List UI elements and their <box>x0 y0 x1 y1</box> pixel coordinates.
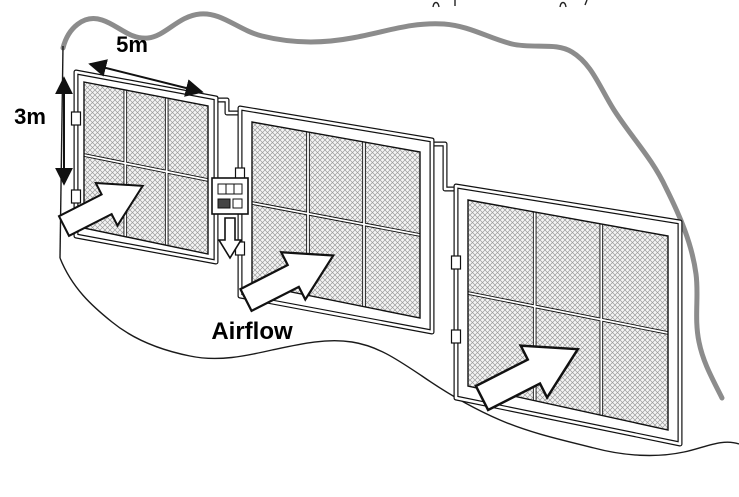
boundary-outline-bottom <box>59 257 739 457</box>
device-flow-down-arrow <box>217 217 243 260</box>
airflow-label: Airflow <box>211 318 293 345</box>
pipe-connector-1-2 <box>216 97 240 116</box>
boundary-outline-left <box>59 45 64 259</box>
panel-border-2 <box>251 121 421 319</box>
pipe-connector-2-3 <box>432 141 456 192</box>
width-dimension-arrow <box>88 59 204 97</box>
panel-pipe-frame-2 <box>237 105 435 335</box>
panel-grid-2 <box>251 132 421 307</box>
width-dimension-label: 5m <box>116 32 148 57</box>
height-dimension-label: 3m <box>14 104 46 129</box>
pipe-coupling <box>450 329 462 344</box>
pipe-coupling <box>70 111 82 126</box>
pipe-coupling <box>450 255 462 270</box>
boundary-outline-top <box>60 11 725 401</box>
mesh-panel-1 <box>70 69 219 265</box>
pipe-coupling <box>70 189 82 204</box>
panel-pipe-frame-3 <box>453 183 683 447</box>
panel-border-1 <box>83 81 209 255</box>
measurement-device <box>211 177 249 215</box>
cropped-text-fragments <box>432 0 588 8</box>
panel-border-3 <box>467 199 669 431</box>
